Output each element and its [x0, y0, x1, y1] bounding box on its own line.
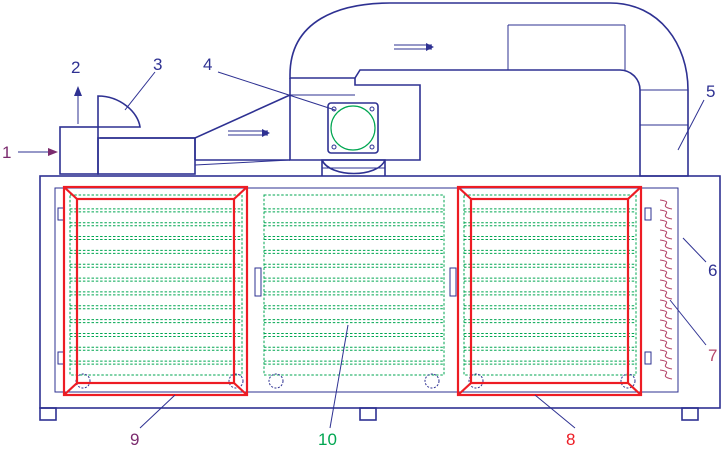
exhaust-arrow-icon — [74, 86, 82, 124]
tray-rack-left — [69, 194, 243, 376]
air-inlet — [59, 126, 99, 175]
leader-5 — [677, 99, 705, 151]
tray-rack-outline — [69, 194, 243, 376]
leader-8 — [534, 394, 576, 429]
callout-4: 4 — [203, 55, 212, 74]
fan-motor — [327, 102, 379, 154]
heater-coil — [659, 199, 673, 380]
heater-element — [659, 199, 673, 380]
duct-seam — [194, 159, 291, 166]
callout-1: 1 — [2, 143, 11, 162]
callout-5: 5 — [706, 82, 715, 101]
cabinet-inner — [54, 187, 679, 393]
leader-7 — [669, 299, 707, 346]
callout-3: 3 — [153, 55, 162, 74]
upper-duct — [289, 2, 689, 177]
hinge — [644, 207, 652, 221]
fan-volute — [321, 159, 386, 175]
callout-8: 8 — [566, 430, 575, 449]
flow-arrow-icon — [228, 129, 270, 137]
leader-10 — [329, 324, 349, 429]
callout-7: 7 — [708, 346, 717, 365]
callout-9: 9 — [130, 430, 139, 449]
leader-6 — [682, 237, 707, 263]
tray-rack-center — [263, 194, 445, 376]
leader-9 — [139, 394, 176, 429]
cabinet-foot — [39, 407, 57, 421]
inlet-duct — [97, 137, 196, 175]
ductwork — [18, 2, 689, 177]
caster — [268, 373, 284, 389]
drying-cabinet — [39, 175, 721, 421]
inlet-arrow-icon — [18, 148, 58, 156]
caster — [468, 373, 484, 389]
rack-frame-left — [62, 185, 249, 397]
tray-rack-right — [463, 194, 637, 376]
caster — [424, 373, 440, 389]
leader-3 — [124, 71, 156, 111]
cabinet-outer — [39, 175, 721, 409]
flow-arrow-icon — [394, 43, 434, 51]
cabinet-foot — [681, 407, 699, 421]
door-handle — [449, 267, 457, 297]
cabinet-foot — [359, 407, 377, 421]
leader-4 — [217, 71, 336, 111]
callout-2: 2 — [71, 58, 80, 77]
rack-frame-right — [456, 185, 643, 397]
callout-6: 6 — [708, 261, 717, 280]
door-handle — [254, 267, 262, 297]
leader-lines — [124, 71, 707, 429]
callout-10: 10 — [318, 430, 337, 449]
tray-rack-outline — [463, 194, 637, 376]
fresh-air-hood — [97, 95, 141, 128]
fan-housing — [289, 78, 421, 161]
caster — [228, 373, 244, 389]
rack-casters — [75, 373, 636, 389]
tray-rack-outline — [263, 194, 445, 376]
hinge — [644, 351, 652, 365]
